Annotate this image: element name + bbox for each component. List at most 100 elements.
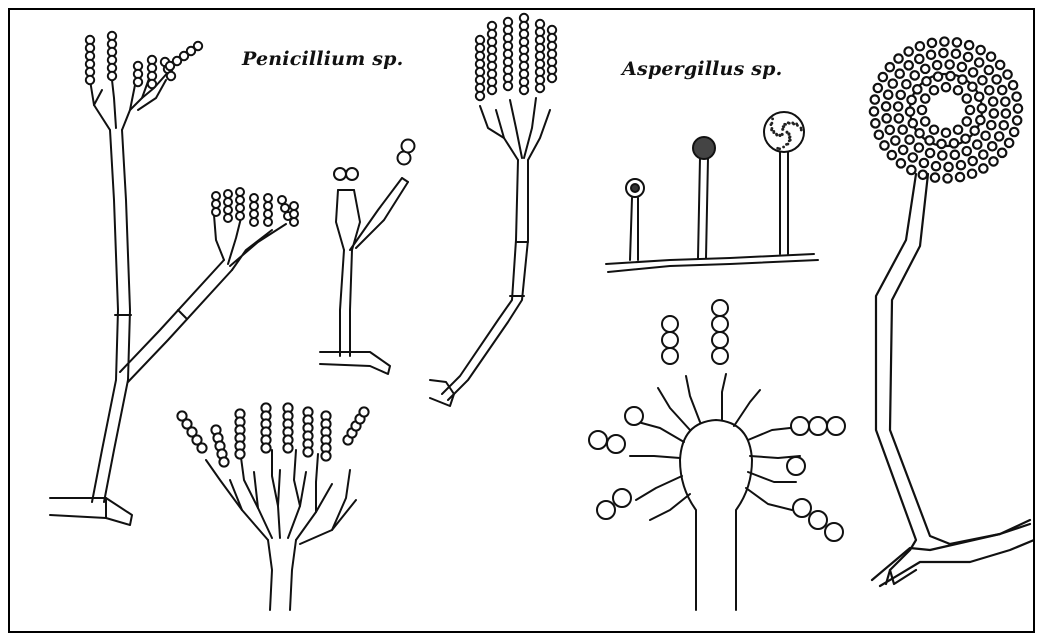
- conidium: [979, 150, 987, 158]
- spore-dot: [788, 139, 791, 142]
- aspergillus-growth-stages: [606, 112, 818, 272]
- conidium: [938, 151, 946, 159]
- conidium: [925, 136, 933, 144]
- conidium: [965, 41, 973, 49]
- spore-dot: [778, 134, 781, 137]
- conidium: [953, 38, 961, 46]
- conidium: [896, 69, 904, 77]
- hypha-outline: [780, 150, 788, 254]
- conidium: [712, 316, 728, 332]
- conidium: [942, 83, 950, 91]
- conidium: [926, 149, 934, 157]
- conidium: [488, 86, 496, 94]
- spore-dot: [784, 123, 787, 126]
- conidium: [954, 86, 962, 94]
- conidium: [961, 135, 969, 143]
- hypha-outline: [698, 158, 708, 258]
- hypha-outline: [442, 160, 518, 394]
- conidium: [976, 116, 984, 124]
- conidium: [224, 198, 232, 206]
- hypha-outline: [630, 198, 638, 260]
- septum: [178, 310, 186, 318]
- phialide: [748, 428, 800, 458]
- conidium: [899, 146, 907, 154]
- conidium: [945, 60, 953, 68]
- conidium: [934, 72, 942, 80]
- conidium: [897, 159, 905, 167]
- conidium: [712, 348, 728, 364]
- maturing-vesicle: [693, 137, 715, 159]
- conidium: [921, 65, 929, 73]
- conidium: [212, 200, 220, 208]
- spore-dot: [775, 133, 778, 136]
- conidium: [194, 42, 202, 50]
- spore-dot: [792, 123, 795, 126]
- conidium: [909, 119, 917, 127]
- conidium: [236, 188, 244, 196]
- spore-dot: [796, 124, 799, 127]
- conidium: [1013, 116, 1021, 124]
- spore-dot: [770, 122, 773, 125]
- conidium: [930, 86, 938, 94]
- conidium: [871, 95, 879, 103]
- conidium: [236, 212, 244, 220]
- conidium: [809, 511, 827, 529]
- conidium: [134, 78, 142, 86]
- conidium: [987, 52, 995, 60]
- spore-dot: [785, 143, 788, 146]
- conidium: [879, 73, 887, 81]
- conidium: [975, 58, 983, 66]
- conidium: [906, 107, 914, 115]
- conidium: [963, 94, 971, 102]
- conidium: [958, 63, 966, 71]
- conidium: [968, 83, 976, 91]
- hypha-outline: [336, 178, 408, 250]
- aspergillus-tall-conidiophore: [870, 37, 1034, 586]
- conidium: [261, 443, 270, 452]
- conidium: [504, 82, 512, 90]
- spore-dot: [782, 146, 785, 149]
- conidium: [536, 84, 544, 92]
- conidium: [916, 42, 924, 50]
- conidium: [897, 91, 905, 99]
- conidium: [827, 417, 845, 435]
- conidium: [520, 86, 528, 94]
- spore-dot: [772, 130, 775, 133]
- conidium: [793, 499, 811, 517]
- conidium: [930, 126, 938, 134]
- conidium: [963, 147, 971, 155]
- conidium: [979, 164, 987, 172]
- penicillium-tall-branched-conidiophore: [50, 32, 298, 525]
- hypha-outline: [120, 260, 224, 372]
- conidium: [966, 106, 974, 114]
- conidium: [613, 489, 631, 507]
- conidium: [927, 51, 935, 59]
- figure-frame: Penicillium sp. Aspergillus sp.: [8, 8, 1035, 633]
- conidium: [250, 202, 258, 210]
- conidium: [662, 332, 678, 348]
- conidium: [932, 162, 940, 170]
- conidium: [290, 202, 298, 210]
- conidium: [889, 79, 897, 87]
- conidium: [278, 196, 286, 204]
- conidium: [939, 49, 947, 57]
- conidium: [607, 435, 625, 453]
- conidium: [402, 140, 415, 153]
- conidium: [998, 86, 1006, 94]
- conidium: [952, 50, 960, 58]
- conidium: [911, 71, 919, 79]
- conidium: [1014, 104, 1022, 112]
- conidium: [990, 109, 998, 117]
- conidium: [915, 129, 923, 137]
- conidium: [921, 117, 929, 125]
- hypha-outline: [496, 98, 550, 160]
- conidium: [346, 168, 358, 180]
- conidium: [1003, 70, 1011, 78]
- conidium: [303, 447, 312, 456]
- aspergillus-vesicle-head: [589, 300, 845, 610]
- conidium: [712, 300, 728, 316]
- hypha-outline: [890, 174, 1030, 544]
- conidium: [1001, 97, 1009, 105]
- conidium: [996, 61, 1004, 69]
- conidium: [882, 102, 890, 110]
